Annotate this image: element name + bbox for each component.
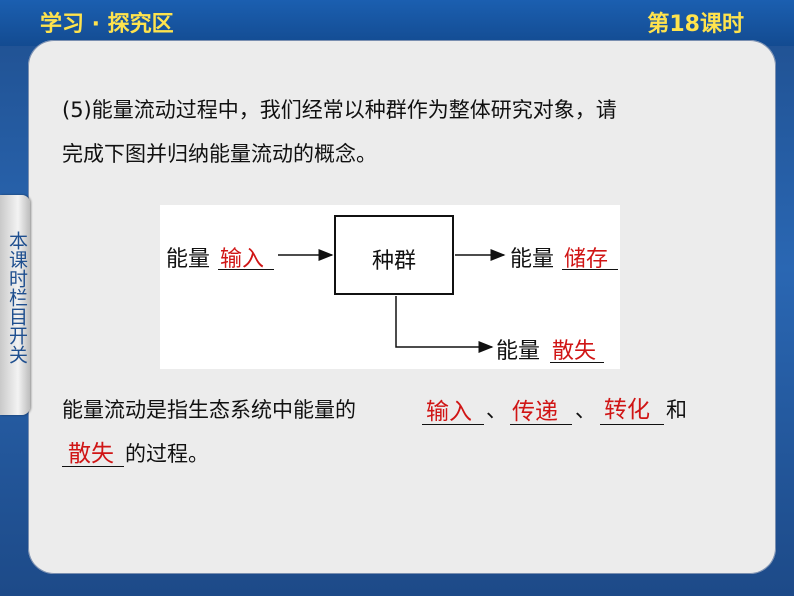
input-blank-line (218, 269, 274, 270)
storage-prefix: 能量 (510, 247, 555, 272)
concept-and: 和 (666, 398, 687, 422)
loss-arrow (395, 296, 494, 353)
question-line-2: 完成下图并归纳能量流动的概念。 (62, 142, 377, 166)
section-toggle-button[interactable]: 本课时栏目开关 (0, 195, 30, 415)
concept-blank-4-answer: 散失 (68, 441, 114, 467)
concept-separator-2: 、 (575, 398, 596, 422)
input-prefix: 能量 (166, 247, 211, 272)
storage-blank-line (562, 269, 618, 270)
section-toggle-label: 本课时栏目开关 (6, 231, 28, 364)
concept-separator-1: 、 (486, 398, 507, 422)
concept-blank-2-answer: 传递 (512, 399, 558, 425)
question-line-1: (5)能量流动过程中，我们经常以种群作为整体研究对象，请 (62, 98, 617, 122)
energy-flow-diagram: 能量 输入 种群 能量 储存 能量 散失 (160, 205, 620, 369)
diagram-arrows (278, 249, 506, 353)
loss-prefix: 能量 (496, 339, 541, 364)
concept-blank-4-line (62, 466, 124, 467)
input-answer: 输入 (220, 247, 265, 272)
population-label: 种群 (371, 249, 416, 274)
concept-prefix: 能量流动是指生态系统中能量的 (62, 398, 356, 422)
population-box: 种群 (334, 215, 454, 295)
concept-blank-1-answer: 输入 (426, 399, 472, 425)
concept-blank-2-line (510, 424, 572, 425)
header-bar: 学习 · 探究区 第18课时 (0, 0, 794, 46)
loss-answer: 散失 (552, 339, 597, 364)
section-title: 学习 · 探究区 (40, 12, 174, 37)
storage-answer: 储存 (564, 247, 609, 272)
loss-blank-line (550, 362, 604, 363)
concept-blank-3-answer: 转化 (604, 397, 650, 423)
concept-blank-1-line (422, 424, 484, 425)
lesson-number: 第18课时 (647, 12, 744, 37)
concept-blank-3-line (600, 424, 664, 425)
concept-suffix: 的过程。 (125, 442, 209, 466)
